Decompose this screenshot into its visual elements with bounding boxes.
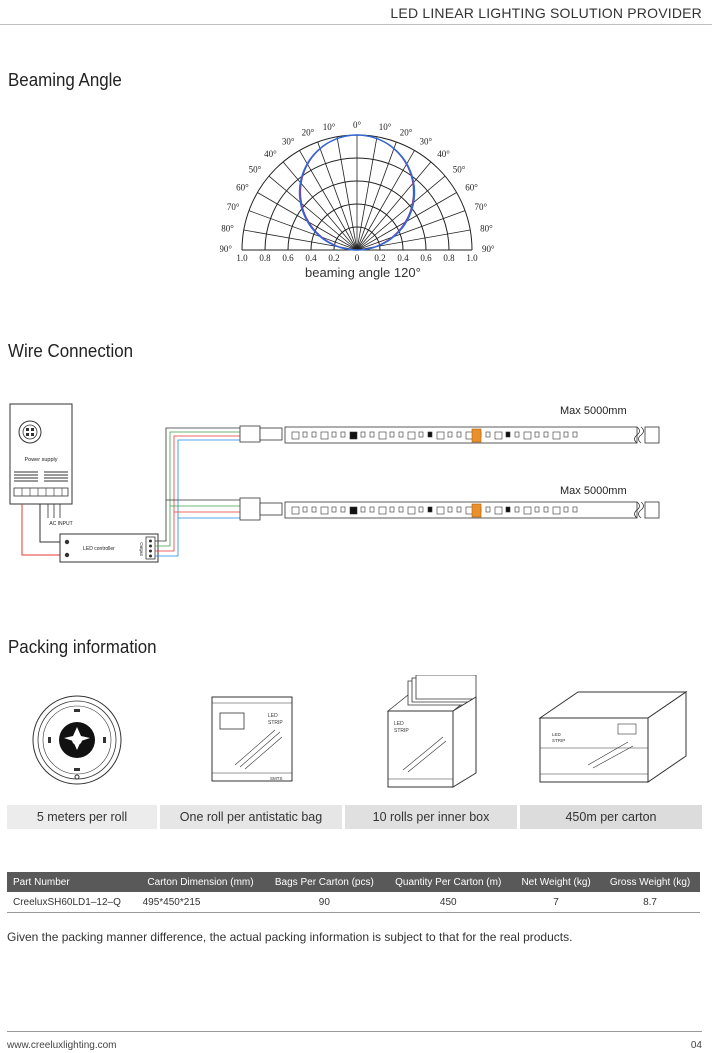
footer-url: www.creeluxlighting.com — [7, 1040, 117, 1051]
packing-step-1-label: 5 meters per roll — [36, 810, 128, 824]
cell-part-number: CreeluxSH60LD1–12–Q — [7, 892, 137, 913]
svg-text:STRIP: STRIP — [552, 738, 565, 743]
col-bags-per-carton: Bags Per Carton (pcs) — [264, 872, 385, 892]
packing-table: Part Number Carton Dimension (mm) Bags P… — [7, 872, 700, 913]
polar-scale-label: 0.4 — [305, 253, 317, 263]
polar-angle-label: 80° — [221, 223, 234, 233]
cell-bags-per-carton: 90 — [264, 892, 385, 913]
col-part-number: Part Number — [7, 872, 137, 892]
led-strip-1 — [284, 426, 660, 444]
polar-scale-label: 1.0 — [236, 253, 248, 263]
packing-step-1: 5 meters per roll — [7, 805, 157, 829]
svg-text:LED: LED — [552, 732, 562, 737]
polar-angle-label: 90° — [220, 244, 232, 254]
cell-carton-dimension: 495*450*215 — [136, 892, 265, 913]
polar-angle-label: 30° — [282, 137, 295, 147]
polar-angle-label: 40° — [264, 149, 277, 159]
ac-input-label: AC INPUT — [49, 521, 72, 527]
polar-scale-label: 0.6 — [282, 253, 294, 263]
polar-angle-label: 10° — [379, 122, 392, 132]
header-rule — [0, 24, 712, 25]
cell-gross-weight: 8.7 — [600, 892, 700, 913]
section-title-beaming: Beaming Angle — [8, 70, 122, 90]
packing-step-4: 450m per carton — [520, 805, 702, 829]
page-header: LED LINEAR LIGHTING SOLUTION PROVIDER — [0, 0, 712, 26]
packing-note: Given the packing manner difference, the… — [7, 930, 573, 944]
footer-rule — [7, 1031, 702, 1032]
wiring-diagram: Power supply AC INPUT LED controller Out… — [9, 403, 660, 563]
polar-scale-label: 1.0 — [466, 253, 478, 263]
polar-angle-label: 70° — [227, 202, 240, 212]
polar-scale-label: 0.2 — [328, 253, 339, 263]
cell-net-weight: 7 — [512, 892, 601, 913]
led-controller — [59, 533, 159, 563]
polar-angle-label: 80° — [480, 223, 493, 233]
polar-scale-label: 0.8 — [259, 253, 271, 263]
polar-angle-label: 20° — [302, 128, 315, 138]
polar-scale-label: 0.2 — [374, 253, 385, 263]
strip-1-length-label: Max 5000mm — [560, 405, 627, 417]
col-quantity-per-carton: Quantity Per Carton (m) — [384, 872, 513, 892]
polar-angle-label: 90° — [482, 244, 495, 254]
reel-illustration — [32, 695, 122, 785]
polar-angle-label: 60° — [465, 183, 478, 193]
svg-text:LED: LED — [268, 713, 278, 719]
polar-angle-label: 50° — [453, 165, 466, 175]
polar-angle-label: 10° — [323, 122, 336, 132]
packing-step-3-label: 10 rolls per inner box — [372, 810, 490, 824]
polar-scale-label: 0.6 — [420, 253, 432, 263]
table-header-row: Part Number Carton Dimension (mm) Bags P… — [7, 872, 700, 892]
bag-illustration: LED STRIP SMTS — [211, 696, 293, 782]
col-gross-weight: Gross Weight (kg) — [600, 872, 700, 892]
polar-angle-label: 60° — [236, 183, 249, 193]
packing-step-2-label: One roll per antistatic bag — [179, 810, 323, 824]
svg-text:SMTS: SMTS — [270, 776, 283, 781]
carton-illustration: LED STRIP — [538, 691, 688, 783]
section-title-wire: Wire Connection — [8, 341, 134, 361]
polar-angle-label: 70° — [475, 202, 488, 212]
cell-quantity-per-carton: 450 — [384, 892, 513, 913]
polar-angle-label: 30° — [420, 137, 433, 147]
controller-label: LED controller — [83, 546, 115, 552]
polar-angle-label: 50° — [249, 165, 262, 175]
col-carton-dimension: Carton Dimension (mm) — [136, 872, 265, 892]
strip-2-length-label: Max 5000mm — [560, 485, 627, 497]
col-net-weight: Net Weight (kg) — [512, 872, 601, 892]
packing-step-3: 10 rolls per inner box — [345, 805, 517, 829]
header-title: LED LINEAR LIGHTING SOLUTION PROVIDER — [390, 5, 702, 21]
inner-box-illustration: LED STRIP — [386, 675, 477, 788]
power-supply — [9, 403, 73, 505]
packing-step-4-label: 450m per carton — [565, 810, 657, 824]
svg-text:STRIP: STRIP — [394, 728, 409, 734]
beaming-caption: beaming angle 120° — [305, 265, 421, 280]
page-number: 04 — [690, 1040, 702, 1051]
section-title-packing: Packing information — [8, 637, 157, 657]
polar-scale-label: 0.4 — [397, 253, 409, 263]
led-strip-2 — [284, 501, 660, 519]
svg-text:LED: LED — [394, 721, 404, 727]
svg-text:STRIP: STRIP — [268, 720, 283, 726]
polar-angle-label: 40° — [437, 149, 450, 159]
polar-scale-label: 0 — [355, 253, 360, 263]
table-row: CreeluxSH60LD1–12–Q 495*450*215 90 450 7… — [7, 892, 700, 913]
polar-diagram: 0°10°10°20°20°30°30°40°40°50°50°60°60°70… — [220, 120, 495, 263]
power-supply-label: Power supply — [24, 457, 57, 463]
polar-angle-label: 0° — [353, 120, 362, 130]
packing-step-2: One roll per antistatic bag — [160, 805, 342, 829]
polar-scale-label: 0.8 — [443, 253, 455, 263]
output-label: Output — [139, 542, 144, 556]
polar-angle-label: 20° — [400, 128, 413, 138]
